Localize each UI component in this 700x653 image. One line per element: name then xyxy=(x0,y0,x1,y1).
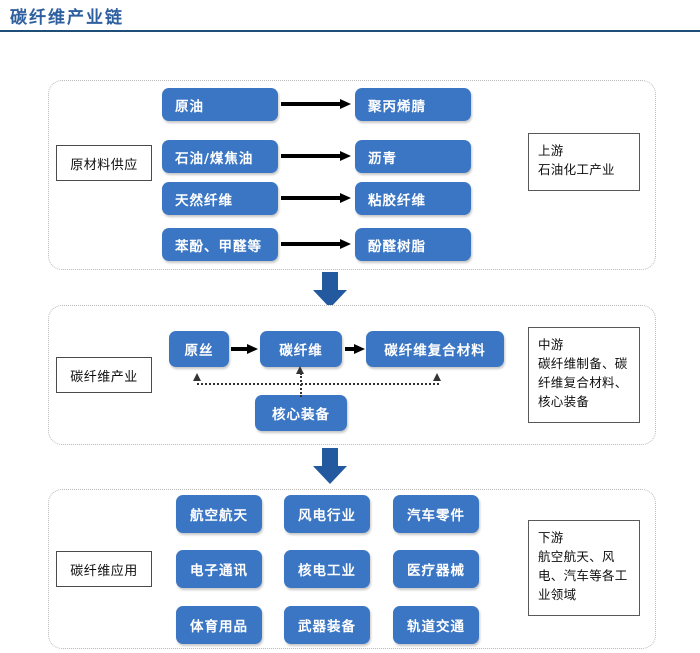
node-application-sports[interactable]: 体育用品 xyxy=(176,606,262,644)
node-midstream-chain-2[interactable]: 碳纤维 xyxy=(260,331,342,367)
node-upstream-target-4[interactable]: 酚醛树脂 xyxy=(355,228,471,261)
side-box-upstream: 上游 石油化工产业 xyxy=(528,133,640,191)
feedback-arrowhead-to-composite xyxy=(433,373,441,381)
stage-label-midstream: 碳纤维产业 xyxy=(56,357,152,393)
node-midstream-chain-1[interactable]: 原丝 xyxy=(169,331,229,367)
arrow-upstream-3 xyxy=(281,193,351,203)
node-application-electronics[interactable]: 电子通讯 xyxy=(176,550,262,588)
node-midstream-support[interactable]: 核心装备 xyxy=(255,395,347,431)
stage-label-downstream: 碳纤维应用 xyxy=(56,551,152,587)
node-application-nuclear[interactable]: 核电工业 xyxy=(284,550,370,588)
node-upstream-target-2[interactable]: 沥青 xyxy=(355,140,471,173)
node-application-medical[interactable]: 医疗器械 xyxy=(393,550,479,588)
node-midstream-chain-3[interactable]: 碳纤维复合材料 xyxy=(366,331,504,367)
arrow-midstream-2 xyxy=(345,344,365,354)
page-title: 碳纤维产业链 xyxy=(10,8,124,28)
arrow-upstream-2 xyxy=(281,151,351,161)
node-application-wind-power[interactable]: 风电行业 xyxy=(284,495,370,533)
node-upstream-source-4[interactable]: 苯酚、甲醛等 xyxy=(162,228,278,261)
node-upstream-source-3[interactable]: 天然纤维 xyxy=(162,182,278,215)
node-upstream-target-3[interactable]: 粘胶纤维 xyxy=(355,182,471,215)
title-bar: 碳纤维产业链 xyxy=(0,0,700,34)
title-divider xyxy=(0,30,700,32)
stage-label-upstream: 原材料供应 xyxy=(56,145,152,181)
node-application-rail-transit[interactable]: 轨道交通 xyxy=(393,606,479,644)
node-upstream-target-1[interactable]: 聚丙烯腈 xyxy=(355,88,471,121)
arrow-upstream-1 xyxy=(281,99,351,109)
feedback-arrowhead-to-carbon-fiber xyxy=(296,366,304,374)
node-upstream-source-2[interactable]: 石油/煤焦油 xyxy=(162,140,278,173)
side-box-downstream: 下游 航空航天、风 电、汽车等各工 业领域 xyxy=(528,520,640,616)
node-application-auto-parts[interactable]: 汽车零件 xyxy=(393,495,479,533)
node-application-weapons[interactable]: 武器装备 xyxy=(284,606,370,644)
arrow-midstream-1 xyxy=(231,344,258,354)
feedback-arrowhead-to-raw-silk xyxy=(193,373,201,381)
connector-arrow-midstream-to-downstream xyxy=(313,448,347,484)
feedback-line-horizontal xyxy=(197,383,439,385)
node-upstream-source-1[interactable]: 原油 xyxy=(162,88,278,121)
feedback-line-vertical xyxy=(300,373,302,397)
connector-arrow-upstream-to-midstream xyxy=(313,272,347,308)
arrow-upstream-4 xyxy=(281,239,351,249)
node-application-aerospace[interactable]: 航空航天 xyxy=(176,495,262,533)
side-box-midstream: 中游 碳纤维制备、碳 纤维复合材料、 核心装备 xyxy=(528,327,640,423)
